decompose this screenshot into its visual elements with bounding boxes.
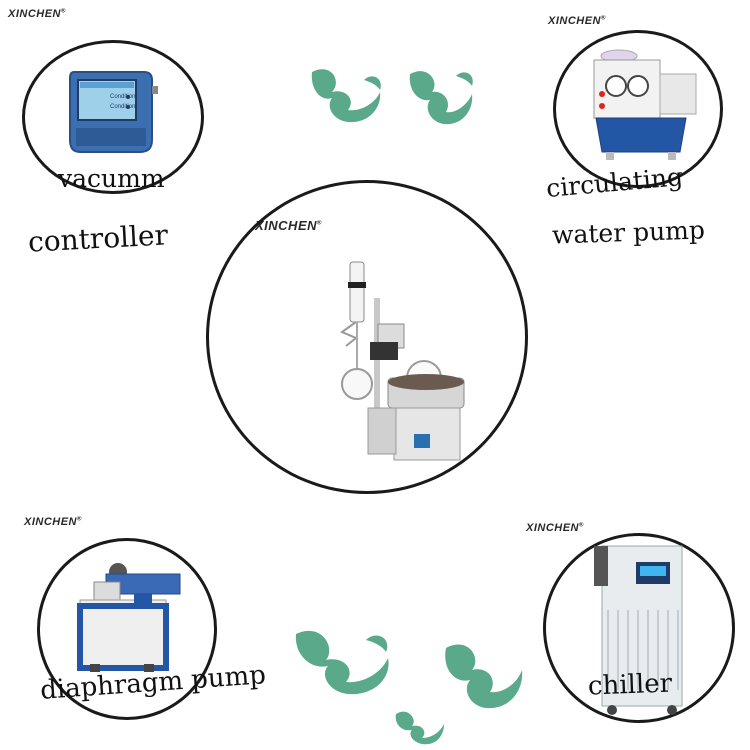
brand-logo-top-right: XINCHEN®: [548, 15, 606, 27]
floral-ornament-bottom-small: [395, 711, 444, 745]
label-chiller: chiller: [587, 668, 673, 702]
diaphragm-pump-image: [77, 563, 181, 672]
label-vacuum-line2: controller: [27, 218, 169, 259]
floral-ornament-top-right: [409, 71, 473, 125]
vacuum-controller-circle: [22, 40, 204, 194]
floral-ornament-top-left: [311, 69, 381, 123]
brand-logo-top-left: XINCHEN®: [8, 8, 66, 20]
brand-logo-bottom-left: XINCHEN®: [24, 516, 82, 528]
brand-logo-bottom-right: XINCHEN®: [526, 522, 584, 534]
floral-ornament-bottom-right: [445, 644, 523, 709]
diaphragm-pump-circle: [37, 538, 217, 720]
controller-screen-row-2: Condition: [110, 104, 135, 110]
floral-ornament-bottom-left: [295, 630, 389, 695]
label-vacuum-line1: vacumm: [58, 164, 165, 193]
chiller-circle: [543, 533, 735, 723]
label-pump-line1: circulating: [544, 162, 685, 203]
chiller-image: [594, 545, 683, 715]
rotary-evaporator-circle: [206, 180, 528, 494]
circulating-pump-image: [593, 49, 697, 160]
circulating-pump-circle: [553, 30, 723, 188]
rotary-evaporator-image: [339, 261, 465, 461]
controller-screen-row-1: Condition: [110, 94, 135, 100]
vacuum-controller-image: Condition Condition: [69, 71, 158, 153]
label-pump-line2: water pump: [551, 215, 706, 250]
